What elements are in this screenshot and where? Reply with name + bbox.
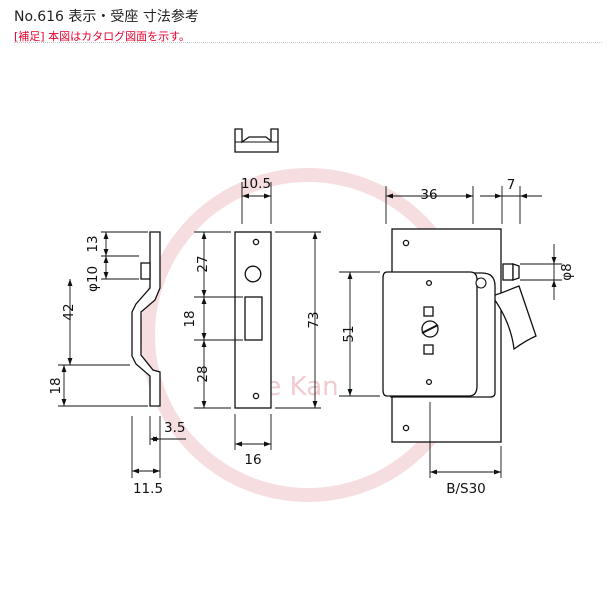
dim-7: 7 — [507, 177, 516, 193]
dim-18-side: 18 — [48, 377, 64, 394]
dim-42: 42 — [61, 303, 77, 320]
dim-51: 51 — [341, 325, 357, 342]
dim-28: 28 — [195, 365, 211, 382]
dim-27: 27 — [195, 255, 211, 272]
dim-13: 13 — [85, 235, 101, 252]
strike-labels: 10.5 27 18 28 73 16 — [182, 176, 322, 468]
side-view-knob — [140, 262, 151, 280]
strike-latch-opening — [244, 296, 263, 341]
catalog-note: [補足] 本図はカタログ図面を示す。 — [14, 30, 190, 43]
side-view-labels: 13 φ10 42 18 3.5 11.5 — [48, 235, 185, 497]
strike-top-outline — [234, 128, 279, 153]
backplate-screw-top — [402, 239, 410, 247]
strike-dimensions — [194, 182, 321, 450]
lock-bolt — [502, 263, 514, 281]
strike-plate — [234, 231, 272, 409]
indicator-window-bottom — [423, 344, 434, 355]
dim-phi8: φ8 — [559, 263, 575, 281]
strike-round-hole — [244, 265, 262, 283]
strike-screw-top — [252, 238, 260, 246]
strike-top-view — [234, 128, 279, 153]
side-view — [131, 231, 161, 407]
cover-screw-bottom — [425, 378, 433, 386]
lock-latch-arm — [490, 285, 537, 351]
page-title: No.616 表示・受座 寸法参考 — [14, 9, 199, 25]
lock-dimensions — [339, 186, 562, 478]
dim-16: 16 — [244, 452, 261, 468]
lock-bolt-tip — [512, 263, 520, 281]
lock-labels: 36 7 φ8 51 B/S30 — [341, 177, 575, 497]
cover-screw-right — [475, 277, 487, 289]
dim-18-strike: 18 — [182, 310, 198, 327]
side-view-outline — [131, 231, 161, 407]
dim-36: 36 — [420, 187, 437, 203]
cover-screw-top — [425, 279, 433, 287]
dim-10-5: 10.5 — [241, 176, 271, 192]
dim-73: 73 — [306, 311, 322, 328]
side-view-dimensions — [58, 231, 186, 478]
strike-screw-bottom — [252, 392, 260, 400]
dim-phi10: φ10 — [85, 266, 101, 292]
indicator-window-top — [423, 306, 434, 317]
dim-11-5: 11.5 — [133, 481, 163, 497]
backplate-screw-bottom — [402, 424, 410, 432]
dim-backset: B/S30 — [446, 481, 486, 497]
lock-body — [382, 228, 537, 443]
thumbturn-slot — [421, 324, 439, 334]
dim-3-5: 3.5 — [164, 420, 185, 436]
title-divider — [14, 42, 602, 43]
